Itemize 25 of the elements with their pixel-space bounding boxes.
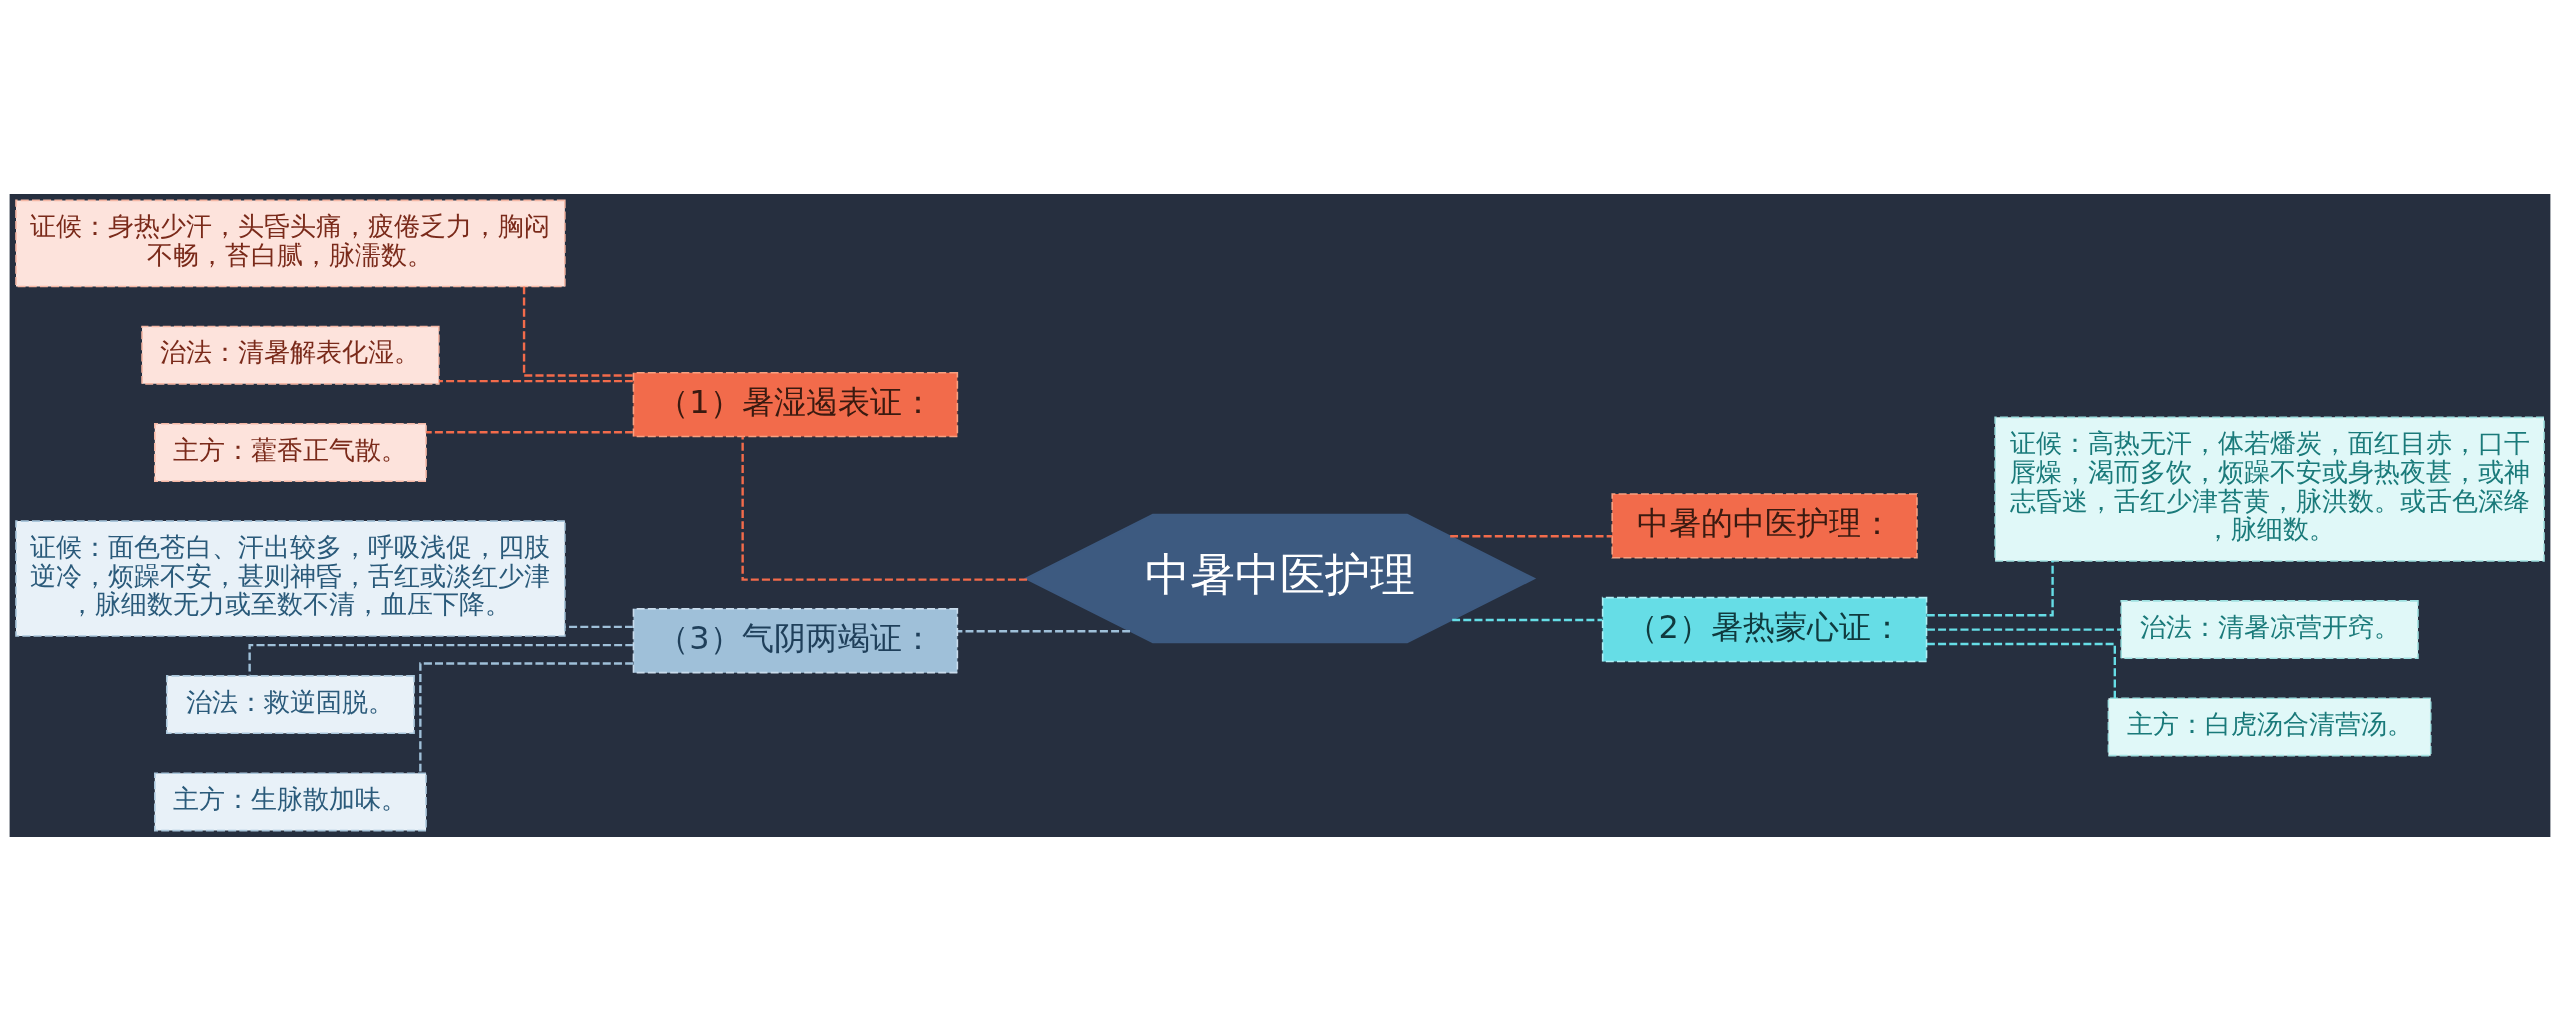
connector [522, 286, 633, 377]
node-box: 证候：身热少汗，头昏头痛，疲倦乏力，胸闷不畅，苔白腻，脉濡数。 [15, 199, 566, 288]
connector [426, 431, 633, 434]
connector [1926, 642, 2116, 698]
node-box: 治法：清暑凉营开窍。 [2120, 600, 2419, 660]
connector [419, 662, 634, 773]
node-box: 证候：高热无汗，体若燔炭，面红目赤，口干唇燥，渴而多饮，烦躁不安或身热夜甚，或神志昏迷，舌红少津苔黄，脉洪数。或舌色深绛，脉细数。 [1994, 416, 2545, 562]
node-box: 证候：面色苍白、汗出较多，呼吸浅促，四肢逆冷，烦躁不安，甚则神昏，舌红或淡红少津，脉细数无力或至数不清，血压下降。 [15, 520, 566, 637]
node-box: 主方：白虎汤合清营汤。 [2107, 697, 2432, 757]
connector [565, 625, 633, 629]
node-box: 主方：生脉散加味。 [154, 772, 427, 832]
connector [1926, 561, 2054, 617]
node-box: 中暑的中医护理： [1611, 493, 1918, 559]
connector [1450, 535, 1613, 538]
node-box: （3）气阴两竭证： [632, 608, 959, 674]
node-box: 治法：清暑解表化湿。 [141, 325, 440, 385]
node-box: 治法：救逆固脱。 [165, 675, 415, 735]
connector [1927, 628, 2121, 631]
connector [741, 436, 1028, 581]
connector [439, 379, 633, 383]
node-box: （1）暑湿遏表证： [632, 371, 959, 438]
connector [957, 630, 1130, 633]
node-box: 主方：藿香正气散。 [154, 422, 427, 482]
node-box: （2）暑热蒙心证： [1601, 596, 1928, 663]
connector [1452, 618, 1603, 622]
